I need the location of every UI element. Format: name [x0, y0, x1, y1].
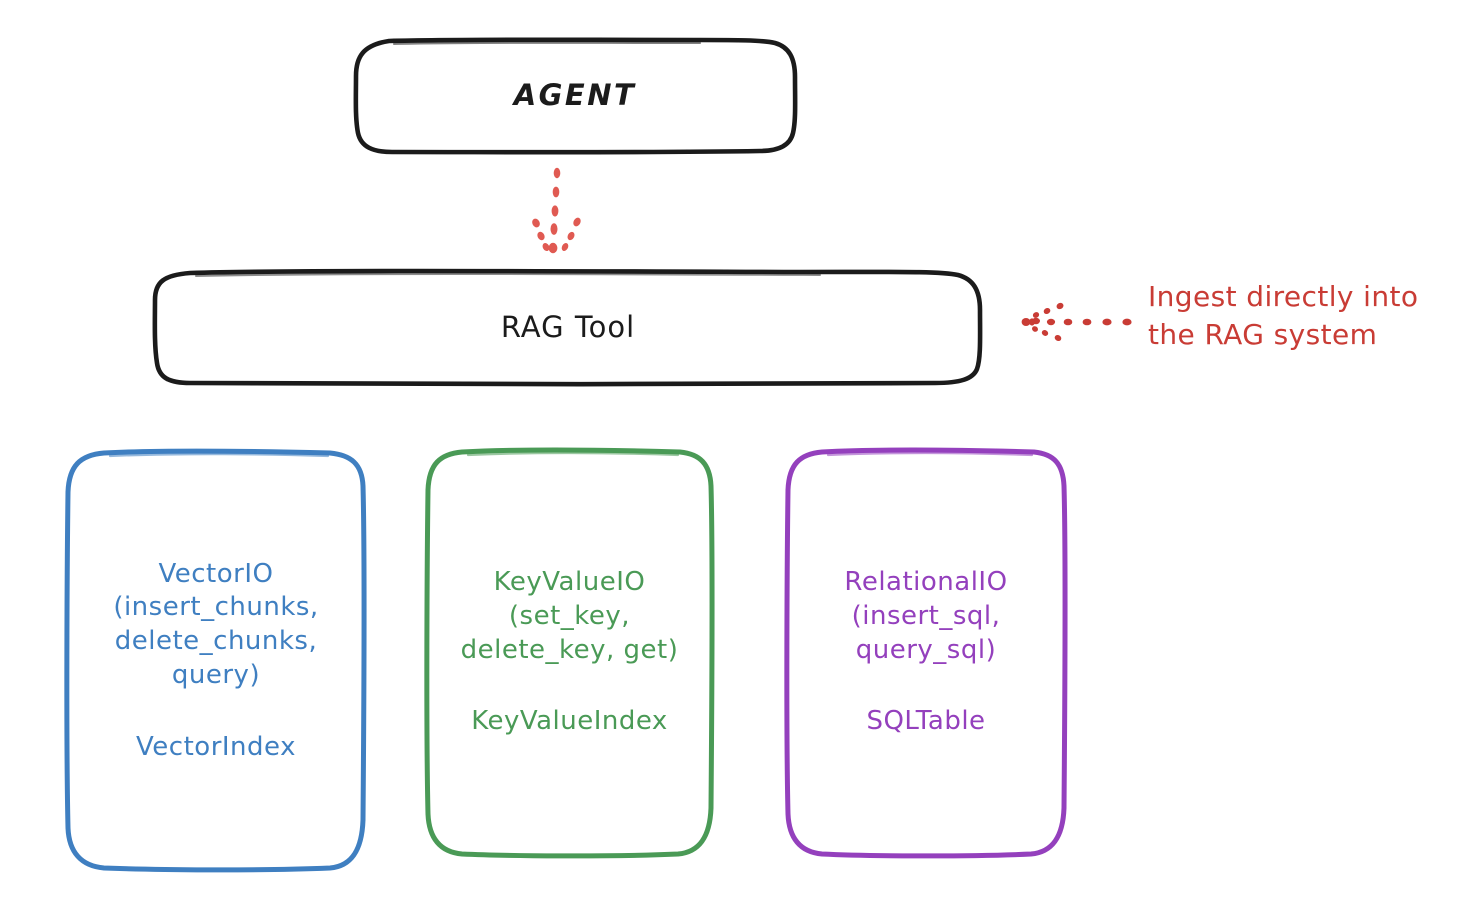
vector-io-node[interactable]: VectorIO (insert_chunks, delete_chunks, … [68, 452, 364, 870]
agent-to-rag-arrow [532, 167, 581, 254]
relational-io-box-shape [784, 447, 1068, 859]
key-value-index-label: KeyValueIndex [471, 706, 668, 737]
ingest-annotation-label: Ingest directly into the RAG system [1148, 280, 1419, 352]
agent-node[interactable]: AGENT [355, 40, 795, 152]
vector-io-api-label: VectorIO (insert_chunks, delete_chunks, … [113, 558, 319, 690]
agent-node-label: AGENT [513, 78, 637, 113]
vector-index-label: VectorIndex [136, 731, 296, 762]
rag-tool-node-label: RAG Tool [500, 309, 636, 344]
agent-box-shape [353, 37, 798, 155]
key-value-io-box-shape [424, 447, 715, 859]
key-value-io-api-label: KeyValueIO (set_key, delete_key, get) [460, 566, 679, 665]
sql-table-label: SQLTable [866, 706, 986, 737]
rag-tool-box-shape [152, 268, 983, 387]
vector-io-box-shape [64, 448, 367, 873]
key-value-io-node[interactable]: KeyValueIO (set_key, delete_key, get) Ke… [428, 450, 711, 855]
ingest-arrow [1021, 302, 1132, 342]
rag-tool-node[interactable]: RAG Tool [156, 272, 980, 383]
relational-io-node[interactable]: RelationalIO (insert_sql, query_sql) SQL… [788, 450, 1064, 855]
relational-io-api-label: RelationalIO (insert_sql, query_sql) [844, 566, 1008, 665]
